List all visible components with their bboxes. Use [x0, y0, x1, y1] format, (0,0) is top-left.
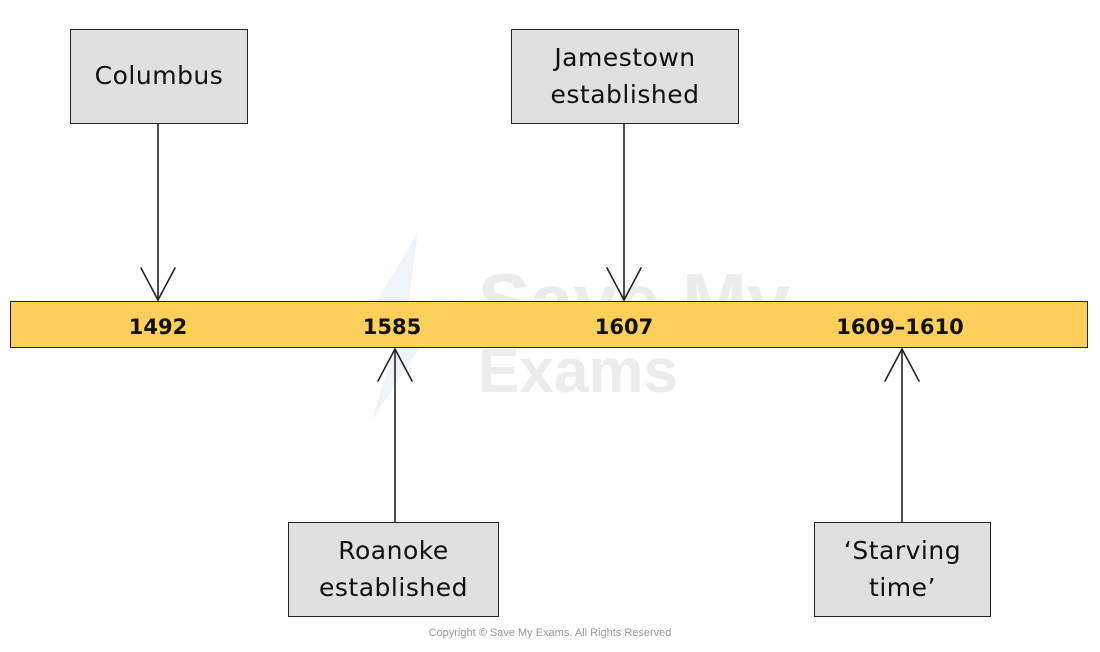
event-box-columbus: Columbus: [70, 29, 248, 124]
arrow-roanoke: [377, 348, 413, 523]
timeline-bar: [10, 301, 1088, 348]
arrow-starving-time: [884, 348, 920, 523]
event-box-jamestown: Jamestown established: [511, 29, 739, 124]
event-box-roanoke: Roanoke established: [288, 522, 499, 617]
year-label-1492: 1492: [128, 315, 188, 339]
arrow-columbus: [140, 123, 176, 301]
event-box-starving-time: ‘Starving time’: [814, 522, 991, 617]
year-label-1609-1610: 1609–1610: [836, 315, 964, 339]
copyright-notice: Copyright © Save My Exams. All Rights Re…: [428, 627, 672, 639]
year-label-1607: 1607: [594, 315, 654, 339]
year-label-1585: 1585: [362, 315, 422, 339]
arrow-jamestown: [606, 123, 642, 301]
